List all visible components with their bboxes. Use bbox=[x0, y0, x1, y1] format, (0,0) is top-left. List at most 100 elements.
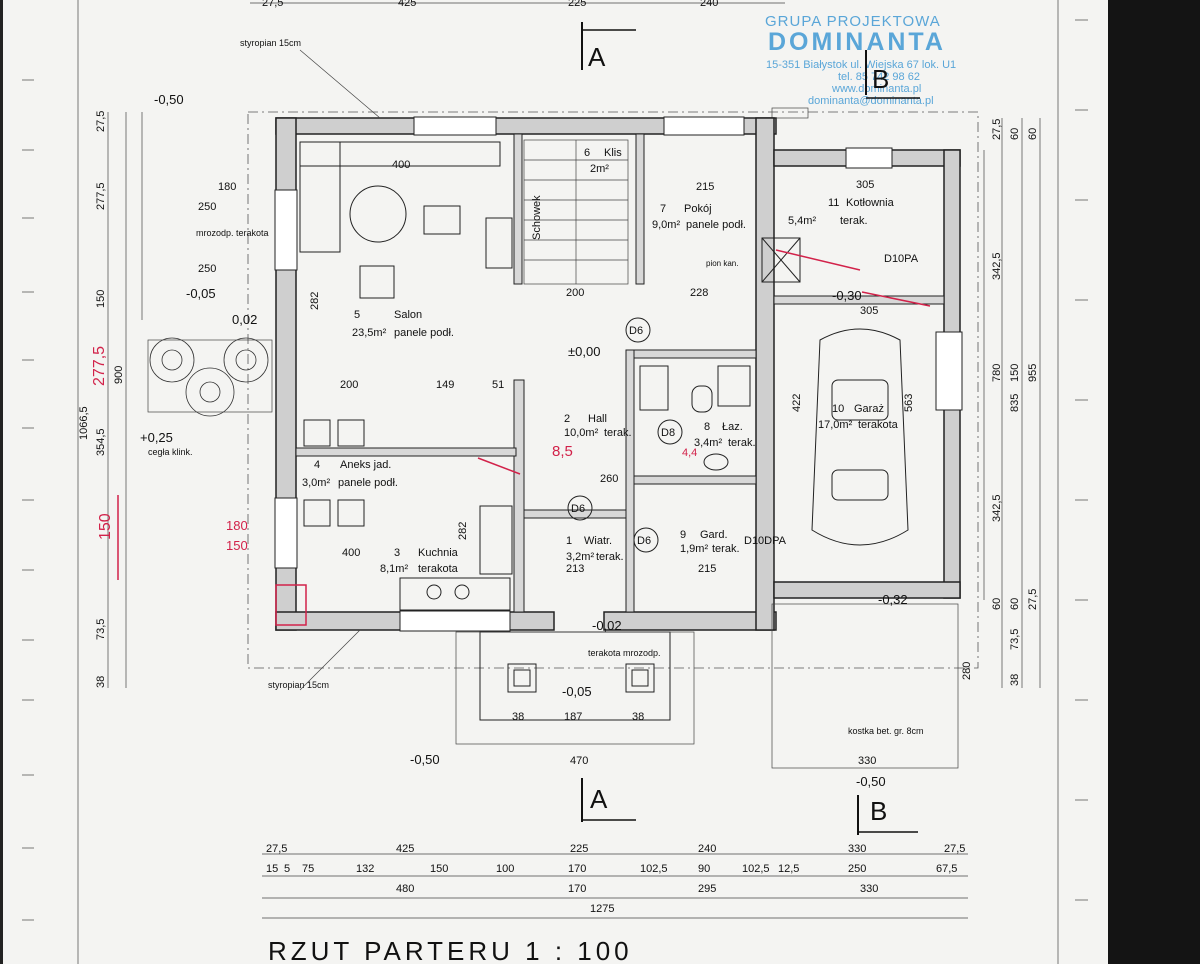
right-dim-13: 73,5 bbox=[1009, 629, 1021, 650]
dim-51: 51 bbox=[492, 379, 504, 391]
dim-149: 149 bbox=[436, 379, 454, 391]
bottom-total-dim: 1275 bbox=[590, 903, 614, 915]
bottom-chain-2: 15 5 75 132 150 100 170 102,5 90 102,5 1… bbox=[266, 863, 957, 875]
svg-text:Kotłownia: Kotłownia bbox=[846, 197, 895, 209]
dim-200-a: 200 bbox=[340, 379, 358, 391]
svg-text:Pokój: Pokój bbox=[684, 203, 712, 215]
svg-text:terak.: terak. bbox=[728, 437, 756, 449]
svg-text:3,0m²: 3,0m² bbox=[302, 477, 330, 489]
handwritten-corrections: 277,5 150 180 150 8,5 4,4 bbox=[91, 249, 931, 626]
dim-215-a: 215 bbox=[696, 181, 714, 193]
left-dim-5: 900 bbox=[113, 366, 125, 384]
svg-text:8: 8 bbox=[704, 421, 710, 433]
svg-text:terakota: terakota bbox=[858, 419, 899, 431]
section-mark-a-bottom: A bbox=[581, 778, 636, 822]
note-brick: cegła klink. bbox=[148, 447, 193, 457]
handwritten-2: 150 bbox=[97, 513, 114, 540]
bottom-dim-1-1: 27,5 bbox=[266, 843, 287, 855]
svg-text:Hall: Hall bbox=[588, 413, 607, 425]
dim-400-bottom: 400 bbox=[342, 547, 360, 559]
svg-text:-0,05: -0,05 bbox=[562, 684, 592, 699]
car-symbol bbox=[811, 328, 909, 546]
svg-text:9: 9 bbox=[680, 529, 686, 541]
dim-250-b: 250 bbox=[198, 263, 216, 275]
bottom-dim-2-8: 102,5 bbox=[640, 863, 668, 875]
svg-text:-0,32: -0,32 bbox=[878, 592, 908, 607]
roof-outline bbox=[247, 111, 979, 669]
handwritten-1: 277,5 bbox=[91, 346, 108, 386]
svg-text:Klis: Klis bbox=[604, 147, 622, 159]
bottom-dim-2-3: 75 bbox=[302, 863, 314, 875]
section-a-bottom-label: A bbox=[590, 784, 608, 814]
svg-text:9,0m²: 9,0m² bbox=[652, 219, 680, 231]
svg-text:panele podł.: panele podł. bbox=[686, 219, 746, 231]
svg-text:terak.: terak. bbox=[840, 215, 868, 227]
bottom-dim-2-11: 12,5 bbox=[778, 863, 799, 875]
svg-text:Schowek: Schowek bbox=[531, 195, 543, 240]
svg-text:23,5m²: 23,5m² bbox=[352, 327, 387, 339]
bottom-dim-2-4: 132 bbox=[356, 863, 374, 875]
dim-200-b: 200 bbox=[566, 287, 584, 299]
door-label-4: D8 bbox=[661, 427, 675, 439]
right-dim-11: 60 bbox=[1009, 598, 1021, 610]
svg-text:+0,25: +0,25 bbox=[140, 430, 173, 445]
svg-text:terak.: terak. bbox=[712, 543, 740, 555]
entrance-columns bbox=[455, 631, 695, 745]
top-dim-4: 240 bbox=[700, 0, 718, 9]
right-dim-15: 280 bbox=[961, 662, 973, 680]
driveway-outline bbox=[771, 603, 959, 769]
left-dim-3: 150 bbox=[95, 290, 107, 308]
stamp-address: 15-351 Białystok ul. Wiejska 67 lok. U1 bbox=[766, 59, 956, 71]
svg-text:Garaż: Garaż bbox=[854, 403, 884, 415]
bottom-chain-3: 480 170 295 330 bbox=[396, 883, 878, 895]
stamp-email: dominanta@dominanta.pl bbox=[808, 95, 934, 107]
svg-text:Kuchnia: Kuchnia bbox=[418, 547, 459, 559]
svg-text:Wiatr.: Wiatr. bbox=[584, 535, 612, 547]
annotation-notes: styropian 15cm styropian 15cm mrozodp. t… bbox=[148, 38, 924, 736]
room-aneks: 4 Aneks jad. 3,0m² panele podł. bbox=[302, 459, 398, 489]
svg-text:2m²: 2m² bbox=[590, 163, 609, 175]
bottom-dim-2-7: 170 bbox=[568, 863, 586, 875]
bottom-dim-3-3: 295 bbox=[698, 883, 716, 895]
svg-text:Gard.: Gard. bbox=[700, 529, 728, 541]
svg-text:-0,50: -0,50 bbox=[154, 92, 184, 107]
top-dim-2: 425 bbox=[398, 0, 416, 9]
bottom-dim-2-5: 150 bbox=[430, 863, 448, 875]
bottom-dim-3-4: 330 bbox=[860, 883, 878, 895]
chimney-outline bbox=[771, 107, 809, 119]
living-furniture bbox=[299, 141, 513, 299]
staircase bbox=[523, 139, 629, 285]
left-dimension-lines bbox=[107, 112, 143, 688]
dim-470: 470 bbox=[570, 755, 588, 767]
right-dim-3: 60 bbox=[1027, 128, 1039, 140]
section-b-bottom-label: B bbox=[870, 796, 887, 826]
dim-422: 422 bbox=[791, 394, 803, 412]
top-dim-1: 27,5 bbox=[262, 0, 283, 9]
right-dimension-lines bbox=[983, 118, 1041, 688]
section-a-top-label: A bbox=[588, 42, 606, 72]
room-lazienka: 8 Łaz. 3,4m² terak. bbox=[694, 421, 756, 449]
stamp-web: www.dominanta.pl bbox=[831, 83, 921, 95]
dim-282-b: 282 bbox=[457, 522, 469, 540]
interior-walls bbox=[295, 133, 945, 613]
room-pokoj: 7 Pokój 9,0m² panele podł. bbox=[652, 203, 746, 231]
tree-symbols bbox=[147, 337, 273, 417]
svg-text:3,4m²: 3,4m² bbox=[694, 437, 722, 449]
handwritten-4: 150 bbox=[226, 538, 248, 553]
left-dim-10: 38 bbox=[95, 676, 107, 688]
section-mark-b-bottom: B bbox=[857, 795, 918, 835]
svg-text:5: 5 bbox=[354, 309, 360, 321]
svg-text:-0,50: -0,50 bbox=[856, 774, 886, 789]
left-dim-6: 354,5 bbox=[95, 428, 107, 456]
right-dim-6: 150 bbox=[1009, 364, 1021, 382]
door-label-7: D10DPA bbox=[744, 535, 787, 547]
bottom-dim-1-4: 240 bbox=[698, 843, 716, 855]
bottom-dim-2-13: 67,5 bbox=[936, 863, 957, 875]
svg-text:1,9m²: 1,9m² bbox=[680, 543, 708, 555]
svg-text:6: 6 bbox=[584, 147, 590, 159]
stamp-company: GRUPA PROJEKTOWA bbox=[765, 13, 941, 30]
bottom-dim-2-12: 250 bbox=[848, 863, 866, 875]
svg-text:panele podł.: panele podł. bbox=[394, 327, 454, 339]
dim-215-b: 215 bbox=[698, 563, 716, 575]
